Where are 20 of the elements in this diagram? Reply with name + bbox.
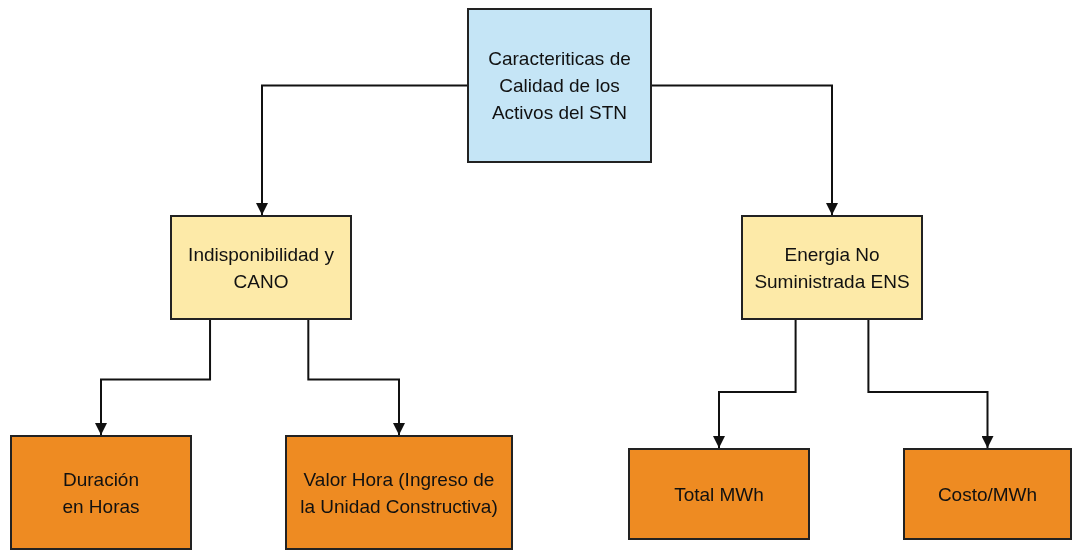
category-box — [170, 215, 352, 320]
metric-box — [903, 448, 1072, 540]
node-label: Indisponibilidad y CANO — [187, 242, 335, 294]
node-label: Valor Hora (Ingreso de la Unidad Constructiva) — [299, 467, 499, 519]
root-box — [467, 8, 652, 163]
node-label: Duración en Horas — [61, 467, 141, 519]
metric-box — [628, 448, 810, 540]
arrow — [307, 319, 405, 436]
node-label: Energia No Suministrada ENS — [753, 242, 911, 294]
category-box — [741, 215, 923, 320]
arrow — [651, 84, 838, 216]
arrow — [256, 84, 468, 216]
metric-box — [285, 435, 513, 550]
node-label: Costo/MWh — [936, 482, 1039, 507]
node-label: Caracteriticas de Calidad de los Activos del STN — [487, 47, 632, 125]
arrow — [867, 319, 994, 449]
node-label: Total MWh — [673, 482, 765, 507]
arrow — [713, 319, 797, 449]
arrow — [95, 319, 212, 436]
metric-box — [10, 435, 192, 550]
